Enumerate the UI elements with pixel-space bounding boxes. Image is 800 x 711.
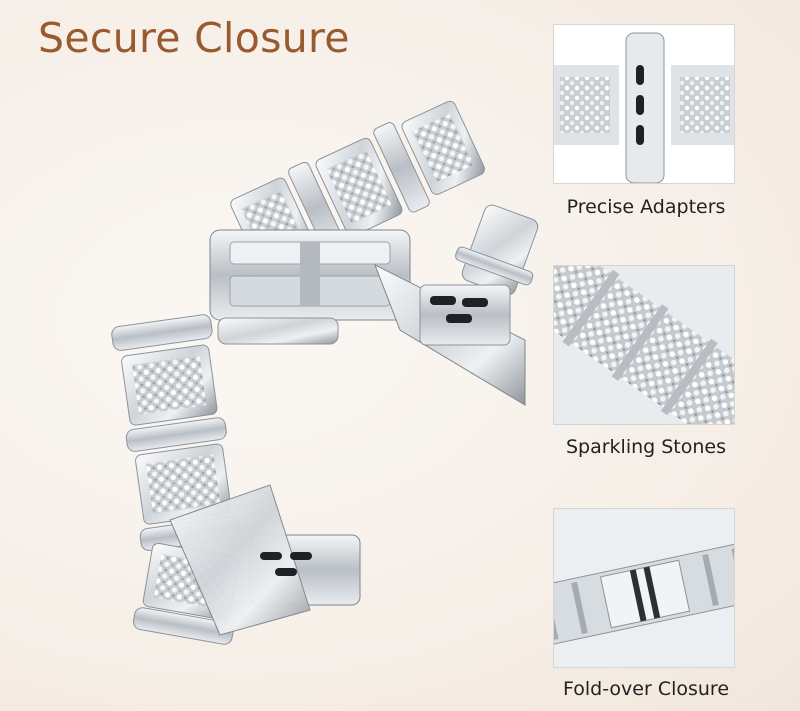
- stones-detail-icon: [554, 266, 734, 424]
- headline: Secure Closure: [38, 14, 350, 62]
- upper-band: [230, 100, 539, 296]
- detail-thumb-clasp: [553, 508, 735, 668]
- caption-adapters: Precise Adapters: [566, 196, 726, 218]
- upper-adapter: [374, 263, 526, 406]
- lower-adapter: [169, 484, 361, 636]
- caption-stones: Sparkling Stones: [565, 436, 727, 458]
- caption-clasp: Fold-over Closure: [562, 678, 730, 700]
- watch-band-image: [111, 100, 539, 645]
- clasp: [209, 229, 411, 345]
- adapter-detail-icon: [554, 32, 734, 183]
- detail-thumb-stones: [553, 265, 735, 425]
- clasp-detail-icon: [554, 509, 734, 667]
- detail-thumb-adapters: [553, 24, 735, 184]
